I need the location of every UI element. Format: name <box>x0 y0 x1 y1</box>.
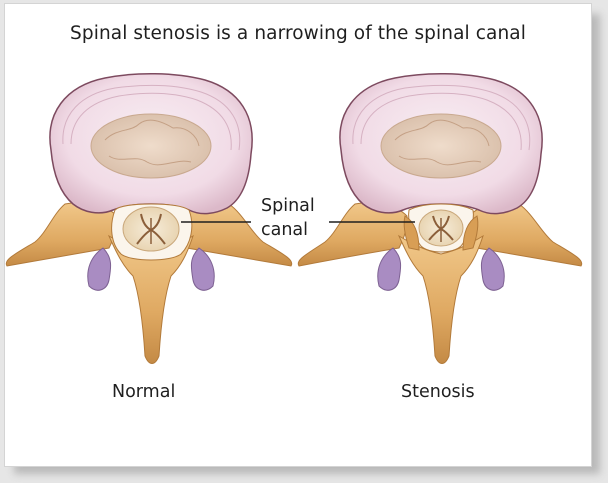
normal-vertebra <box>5 72 293 364</box>
spinal-canal-callout: Spinal canal <box>261 194 315 242</box>
normal-facet-right <box>190 247 215 291</box>
stenosis-spinous-process <box>397 234 484 364</box>
stenosis-bone-overgrowth <box>403 215 479 251</box>
label-stenosis: Stenosis <box>401 382 475 402</box>
stenosis-posterior-arch <box>297 202 408 267</box>
vertebrae-illustration <box>5 72 583 364</box>
stenosis-vertebra <box>297 72 583 364</box>
callout-line2: canal <box>261 220 309 240</box>
callout-line1: Spinal <box>261 196 315 216</box>
diagram-title: Spinal stenosis is a narrowing of the sp… <box>70 23 526 44</box>
stenosis-facet-left <box>377 247 402 291</box>
diagram-card: Spinal stenosis is a narrowing of the sp… <box>4 3 592 467</box>
normal-facet-left <box>87 247 112 291</box>
normal-disc-nucleus <box>90 113 212 179</box>
stenosis-disc-nucleus <box>380 113 502 179</box>
label-normal: Normal <box>112 382 176 402</box>
stenosis-facet-right <box>480 247 505 291</box>
